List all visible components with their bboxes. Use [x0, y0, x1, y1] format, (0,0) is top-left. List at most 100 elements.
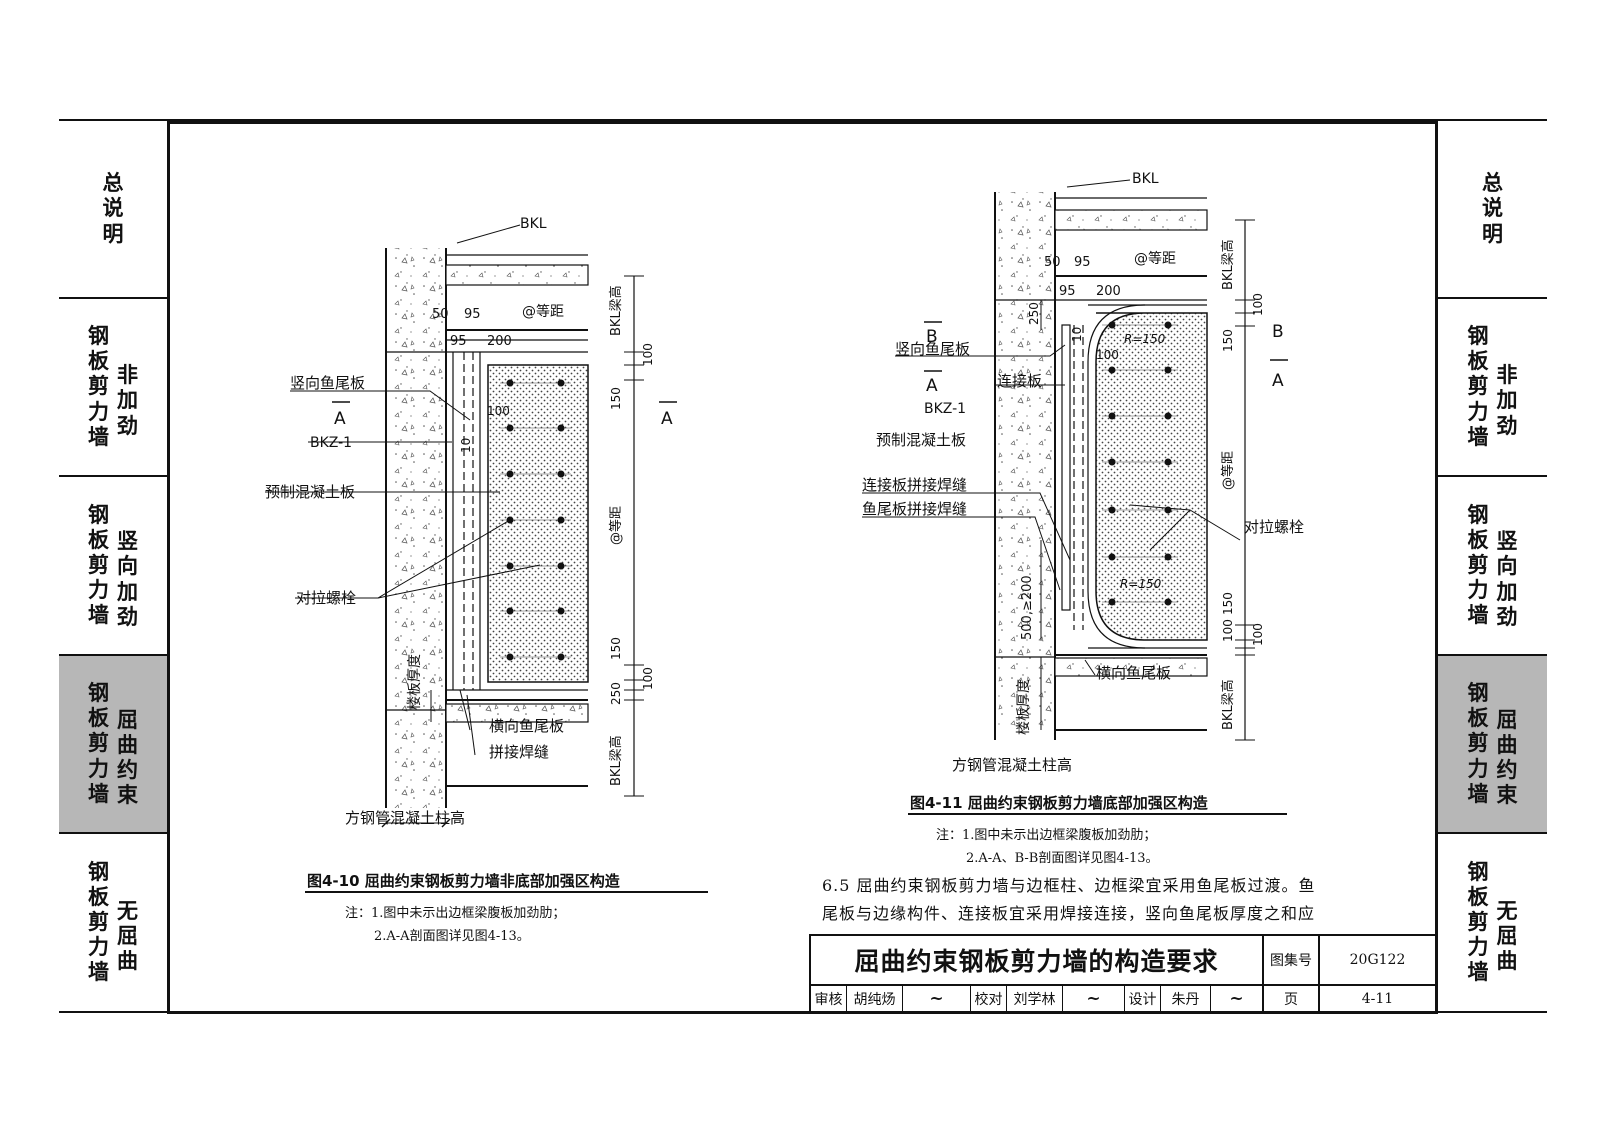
- label-d250: 250: [609, 682, 623, 705]
- label-beam-height-top: BKL梁高: [608, 285, 624, 336]
- label-beam-height-bottom: BKL梁高: [1220, 679, 1236, 730]
- tie-bolt: [1108, 598, 1116, 606]
- connector-plate: [1061, 324, 1071, 611]
- section-mark-a-right: A: [1272, 371, 1284, 391]
- check-label: 校对: [971, 986, 1007, 1011]
- label-vertical-fishtail: 竖向鱼尾板: [895, 340, 970, 358]
- label-d95a: 95: [464, 307, 481, 322]
- right-tab-sub-label: 屈曲约束: [1496, 707, 1518, 808]
- label-spacing-vertical: @等距: [1220, 451, 1236, 490]
- label-bkl: BKL: [520, 216, 547, 232]
- tie-bolt: [557, 516, 565, 524]
- top-beam-slab: [445, 264, 589, 286]
- figure-4-10-note-1: 注：1.图中未示出边框梁腹板加劲肋；: [345, 906, 566, 921]
- drawing-title: 屈曲约束钢板剪力墙的构造要求: [811, 936, 1264, 986]
- label-bkz: BKZ-1: [924, 401, 966, 417]
- bolt-grid: [500, 379, 571, 661]
- right-tab-main-label: 钢板剪力墙: [1467, 681, 1489, 806]
- tie-bolt: [1164, 553, 1172, 561]
- tie-bolt: [557, 607, 565, 615]
- left-tab-main-label: 总说明: [102, 171, 124, 246]
- label-spacing: @等距: [522, 303, 564, 320]
- label-d100-top: 100: [641, 343, 655, 366]
- tie-bolt: [506, 562, 514, 570]
- page-label: 页: [1264, 986, 1320, 1011]
- label-bolt: 对拉螺栓: [1244, 518, 1304, 536]
- left-tab-main-label: 钢板剪力墙: [88, 324, 109, 449]
- right-tab-4[interactable]: 钢板剪力墙无屈曲: [1438, 834, 1547, 1011]
- label-d100-bottom: 100: [641, 667, 655, 690]
- label-slab-thickness: 楼板厚度: [407, 654, 423, 710]
- section-mark-b-left: B: [926, 327, 938, 347]
- right-tab-3[interactable]: 钢板剪力墙屈曲约束: [1438, 656, 1547, 834]
- fishtail-rounded-outline: [1087, 304, 1146, 649]
- atlas-label: 图集号: [1264, 936, 1320, 986]
- label-d250: 250: [1027, 302, 1041, 325]
- tie-bolt: [557, 470, 565, 478]
- label-d10: 10: [1070, 327, 1084, 342]
- label-d100-bottom2: 100: [1251, 623, 1265, 646]
- label-precast-panel: 预制混凝土板: [876, 431, 966, 449]
- figure-4-11-note-2: 2.A-A、B-B剖面图详见图4-13。: [966, 851, 1159, 866]
- label-spacing-vertical: @等距: [608, 506, 624, 545]
- atlas-number: 20G122: [1320, 936, 1435, 986]
- label-d200: 200: [487, 334, 512, 349]
- right-tab-2[interactable]: 钢板剪力墙竖向加劲: [1438, 477, 1547, 656]
- top-beam-slab: [1054, 209, 1208, 231]
- left-tab-3[interactable]: 钢板剪力墙屈曲约束: [59, 656, 167, 834]
- label-d95b: 95: [450, 334, 467, 349]
- section-mark-a-left: A: [926, 376, 938, 396]
- section-mark-b-right: B: [1272, 322, 1284, 342]
- tie-bolt: [557, 653, 565, 661]
- leader-connector-weld: [862, 492, 1071, 561]
- leader-bkl: [456, 224, 521, 244]
- right-tab-0[interactable]: 总说明: [1438, 121, 1547, 299]
- section-mark-a-left: A: [334, 409, 346, 429]
- tie-bolt: [1164, 366, 1172, 374]
- label-d10: 10: [459, 438, 473, 453]
- reviewer-signature: ~: [903, 986, 971, 1011]
- leader-horizontal-fishtail: [1084, 659, 1096, 676]
- label-d150-top: 150: [1221, 329, 1235, 352]
- label-beam-height-top: BKL梁高: [1220, 239, 1236, 290]
- dimension-tick: [441, 818, 451, 828]
- label-d150-top: 150: [609, 387, 623, 410]
- tie-bolt: [557, 379, 565, 387]
- tie-bolt: [1164, 412, 1172, 420]
- right-tab-sub-label: 非加劲: [1496, 363, 1518, 438]
- tie-bolt: [1108, 458, 1116, 466]
- label-horizontal-fishtail: 横向鱼尾板: [489, 717, 564, 735]
- label-vertical-fishtail: 竖向鱼尾板: [290, 374, 365, 392]
- tie-bolt: [557, 562, 565, 570]
- label-d95a: 95: [1074, 255, 1091, 270]
- leader-vertical-fishtail: [290, 390, 471, 421]
- label-d100-inner: 100: [1096, 348, 1119, 362]
- left-tab-sub-label: 非加劲: [117, 363, 138, 438]
- left-tab-0[interactable]: 总说明: [59, 121, 167, 299]
- left-tab-2[interactable]: 钢板剪力墙竖向加劲: [59, 477, 167, 656]
- label-d500: 500,≥200: [1020, 575, 1035, 640]
- designer-name: 朱丹: [1161, 986, 1211, 1011]
- left-tab-4[interactable]: 钢板剪力墙无屈曲: [59, 834, 167, 1011]
- section-mark-a-right: A: [661, 409, 673, 429]
- right-tab-1[interactable]: 钢板剪力墙非加劲: [1438, 299, 1547, 477]
- tie-bolt: [506, 424, 514, 432]
- leader-splice-weld: [466, 694, 476, 756]
- figure-4-11-caption: 图4-11 屈曲约束钢板剪力墙底部加强区构造: [910, 794, 1208, 812]
- label-d100-inner: 100: [487, 404, 510, 418]
- precast-concrete-panel: [1095, 312, 1208, 641]
- figure-4-10-caption: 图4-10 屈曲约束钢板剪力墙非底部加强区构造: [307, 872, 620, 890]
- figure-4-11-note-1: 注：1.图中未示出边框梁腹板加劲肋；: [936, 828, 1157, 843]
- left-tab-1[interactable]: 钢板剪力墙非加劲: [59, 299, 167, 477]
- label-bolt: 对拉螺栓: [296, 589, 356, 607]
- label-d100-bottom1: 100: [1221, 619, 1235, 642]
- right-tab-main-label: 钢板剪力墙: [1467, 502, 1489, 628]
- label-connector-weld: 连接板拼接焊缝: [862, 476, 967, 494]
- paragraph-line-2: 尾板与边缘构件、连接板宜采用焊接连接，竖向鱼尾板厚度之和应: [822, 904, 1316, 923]
- right-tab-sub-label: 竖向加劲: [1496, 529, 1518, 629]
- tie-bolt: [506, 470, 514, 478]
- label-slab-thickness: 楼板厚度: [1016, 679, 1032, 735]
- left-tab-sub-label: 无屈曲: [117, 898, 138, 974]
- page-number: 4-11: [1361, 990, 1394, 1007]
